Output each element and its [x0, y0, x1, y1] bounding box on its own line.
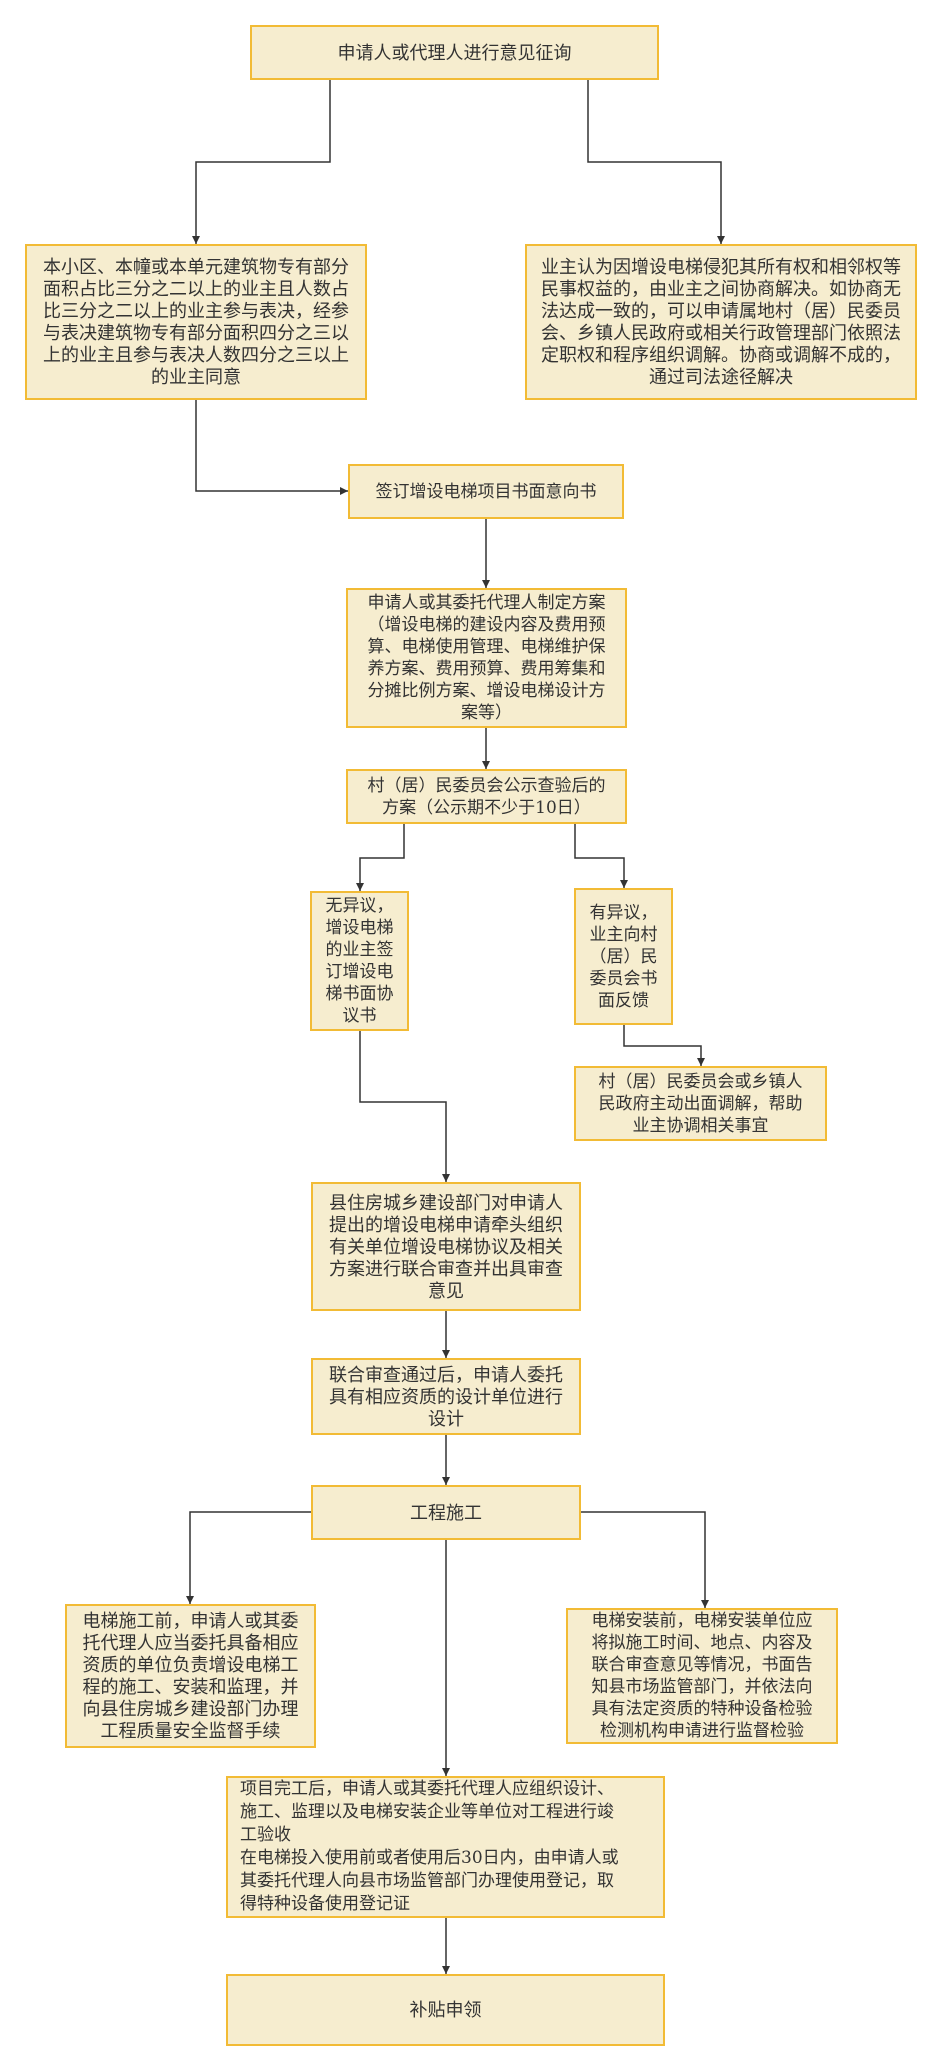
connector-construction-to-before-construction: [186, 1511, 311, 1604]
node-text-line: 具有法定资质的特种设备检验: [591, 1699, 813, 1719]
node-text-line: （居）民: [589, 946, 658, 967]
node-mediation: 村（居）民委员会或乡镇人民政府主动出面调解，帮助业主协调相关事宜: [574, 1066, 827, 1141]
node-text-line: 联合审查意见等情况，书面告: [591, 1655, 813, 1675]
node-text-line: 案等）: [461, 703, 512, 723]
node-dispute-resolution: 业主认为因增设电梯侵犯其所有权和相邻权等民事权益的，由业主之间协商解决。如协商无…: [525, 244, 917, 400]
node-no-objection: 无异议，增设电梯的业主签订增设电梯书面协议书: [310, 891, 409, 1031]
node-text-line: 会、乡镇人民政府或相关行政管理部门依照法: [541, 323, 901, 343]
node-text-line: 检测机构申请进行监督检验: [600, 1721, 804, 1741]
node-subsidy-application: 补贴申领: [226, 1974, 665, 2046]
node-text-line: 面积占比三分之二以上的业主且人数占: [43, 279, 349, 299]
node-text-line: 委员会书: [589, 968, 658, 989]
node-text-line: 得特种设备使用登记证: [240, 1894, 410, 1914]
node-text-line: 通过司法途径解决: [649, 367, 793, 387]
node-sign-intent-letter: 签订增设电梯项目书面意向书: [348, 464, 624, 519]
node-text-line: 将拟施工时间、地点、内容及: [591, 1633, 813, 1653]
node-text-line: 本小区、本幢或本单元建筑物专有部分: [43, 257, 349, 277]
node-text-line: 知县市场监管部门，并依法向: [591, 1677, 813, 1697]
node-text-line: 设计: [428, 1408, 464, 1429]
node-text-line: 业主协调相关事宜: [632, 1115, 769, 1136]
node-owner-consent: 本小区、本幢或本单元建筑物专有部分面积占比三分之二以上的业主且人数占比三分之二以…: [25, 244, 367, 400]
connector-no-objection-to-county: [359, 1031, 450, 1182]
node-text-line: 养方案、费用预算、费用筹集和: [367, 659, 606, 679]
node-text-line: 补贴申领: [409, 2000, 482, 2020]
node-text-line: 申请人或代理人进行意见征询: [337, 42, 572, 63]
connector-consult-to-dispute: [587, 80, 725, 244]
connector-publicity-to-no-objection: [356, 824, 405, 891]
node-publicity: 村（居）民委员会公示查验后的方案（公示期不少于10日）: [346, 769, 627, 824]
node-text-line: 民事权益的，由业主之间协商解决。如协商无: [541, 279, 901, 299]
node-text-line: 方案进行联合审查并出具审查: [329, 1258, 563, 1279]
node-text-line: 业主认为因增设电梯侵犯其所有权和相邻权等: [541, 257, 901, 277]
node-text-line: 增设电梯: [325, 918, 394, 938]
node-text-line: 民政府主动出面调解，帮助: [598, 1093, 803, 1114]
node-consultation: 申请人或代理人进行意见征询: [250, 25, 659, 80]
node-text-line: 有关单位增设电梯协议及相关: [329, 1236, 563, 1257]
node-before-construction: 电梯施工前，申请人或其委托代理人应当委托具备相应资质的单位负责增设电梯工程的施工…: [65, 1604, 316, 1748]
node-text-line: 有异议，: [589, 902, 658, 923]
node-text-line: 方案（公示期不少于10日）: [382, 797, 591, 818]
connector-publicity-to-objection: [574, 824, 628, 888]
node-text-line: 算、电梯使用管理、电梯维护保: [367, 637, 606, 657]
node-text-line: 梯书面协: [325, 984, 394, 1004]
node-text-line: 议书: [342, 1006, 377, 1026]
node-text-line: 法达成一致的，可以申请属地村（居）民委员: [541, 301, 901, 321]
node-text-line: 程的施工、安装和监理，并: [82, 1677, 299, 1697]
node-text-line: 比三分之二以上的业主参与表决，经参: [43, 301, 349, 321]
node-construction: 工程施工: [311, 1485, 581, 1540]
node-text-line: （增设电梯的建设内容及费用预: [367, 615, 606, 635]
node-text-line: 工程施工: [410, 1502, 482, 1523]
node-design: 联合审查通过后，申请人委托具有相应资质的设计单位进行设计: [311, 1358, 581, 1435]
node-formulate-plan: 申请人或其委托代理人制定方案（增设电梯的建设内容及费用预算、电梯使用管理、电梯维…: [346, 588, 627, 728]
node-text-line: 电梯施工前，申请人或其委: [82, 1611, 299, 1631]
node-text-line: 分摊比例方案、增设电梯设计方: [367, 681, 606, 701]
node-text-line: 的业主同意: [151, 367, 241, 387]
node-text-line: 资质的单位负责增设电梯工: [82, 1655, 299, 1675]
node-text-line: 提出的增设电梯申请牵头组织: [329, 1214, 563, 1235]
node-text-line: 其委托代理人向县市场监管部门办理使用登记，取: [240, 1871, 614, 1891]
node-text-line: 县住房城乡建设部门对申请人: [329, 1192, 563, 1213]
node-county-joint-review: 县住房城乡建设部门对申请人提出的增设电梯申请牵头组织有关单位增设电梯协议及相关方…: [311, 1182, 581, 1311]
connector-objection-to-mediation: [623, 1025, 705, 1066]
node-text-line: 意见: [428, 1280, 464, 1301]
node-text-line: 签订增设电梯项目书面意向书: [375, 481, 597, 502]
node-text-line: 的业主签: [325, 940, 394, 960]
node-text-line: 与表决建筑物专有部分面积四分之三以: [43, 323, 349, 343]
node-text-line: 具有相应资质的设计单位进行: [329, 1386, 563, 1407]
node-text-line: 面反馈: [598, 990, 649, 1011]
node-text-line: 订增设电: [325, 962, 394, 982]
node-text-line: 联合审查通过后，申请人委托: [329, 1364, 563, 1385]
node-text-line: 项目完工后，申请人或其委托代理人应组织设计、: [240, 1779, 614, 1799]
node-text-line: 施工、监理以及电梯安装企业等单位对工程进行竣: [240, 1802, 614, 1822]
node-text-line: 申请人或其委托代理人制定方案: [367, 593, 606, 613]
connector-construction-to-before-installation: [581, 1511, 709, 1608]
node-text-line: 托代理人应当委托具备相应: [82, 1633, 299, 1653]
node-objection: 有异议，业主向村（居）民委员会书面反馈: [574, 888, 673, 1025]
node-text-line: 在电梯投入使用前或者使用后30日内，由申请人或: [240, 1848, 619, 1868]
node-text-line: 村（居）民委员会公示查验后的: [367, 775, 606, 796]
node-text-line: 无异议，: [325, 896, 394, 916]
node-text-line: 上的业主且参与表决人数四分之三以上: [43, 345, 349, 365]
node-completion-acceptance: 项目完工后，申请人或其委托代理人应组织设计、施工、监理以及电梯安装企业等单位对工…: [226, 1776, 665, 1918]
node-text-line: 定职权和程序组织调解。协商或调解不成的，: [541, 345, 901, 365]
node-text-line: 村（居）民委员会或乡镇人: [598, 1071, 803, 1092]
node-text-line: 工验收: [240, 1825, 291, 1845]
node-text-line: 业主向村: [589, 924, 658, 945]
node-before-installation: 电梯安装前，电梯安装单位应将拟施工时间、地点、内容及联合审查意见等情况，书面告知…: [566, 1608, 838, 1744]
node-text-line: 向县住房城乡建设部门办理: [82, 1699, 299, 1719]
node-text-line: 工程质量安全监督手续: [100, 1721, 281, 1741]
node-text-line: 电梯安装前，电梯安装单位应: [591, 1611, 813, 1631]
connector-consent-to-sign: [195, 400, 348, 495]
connector-consult-to-consent: [192, 80, 331, 244]
